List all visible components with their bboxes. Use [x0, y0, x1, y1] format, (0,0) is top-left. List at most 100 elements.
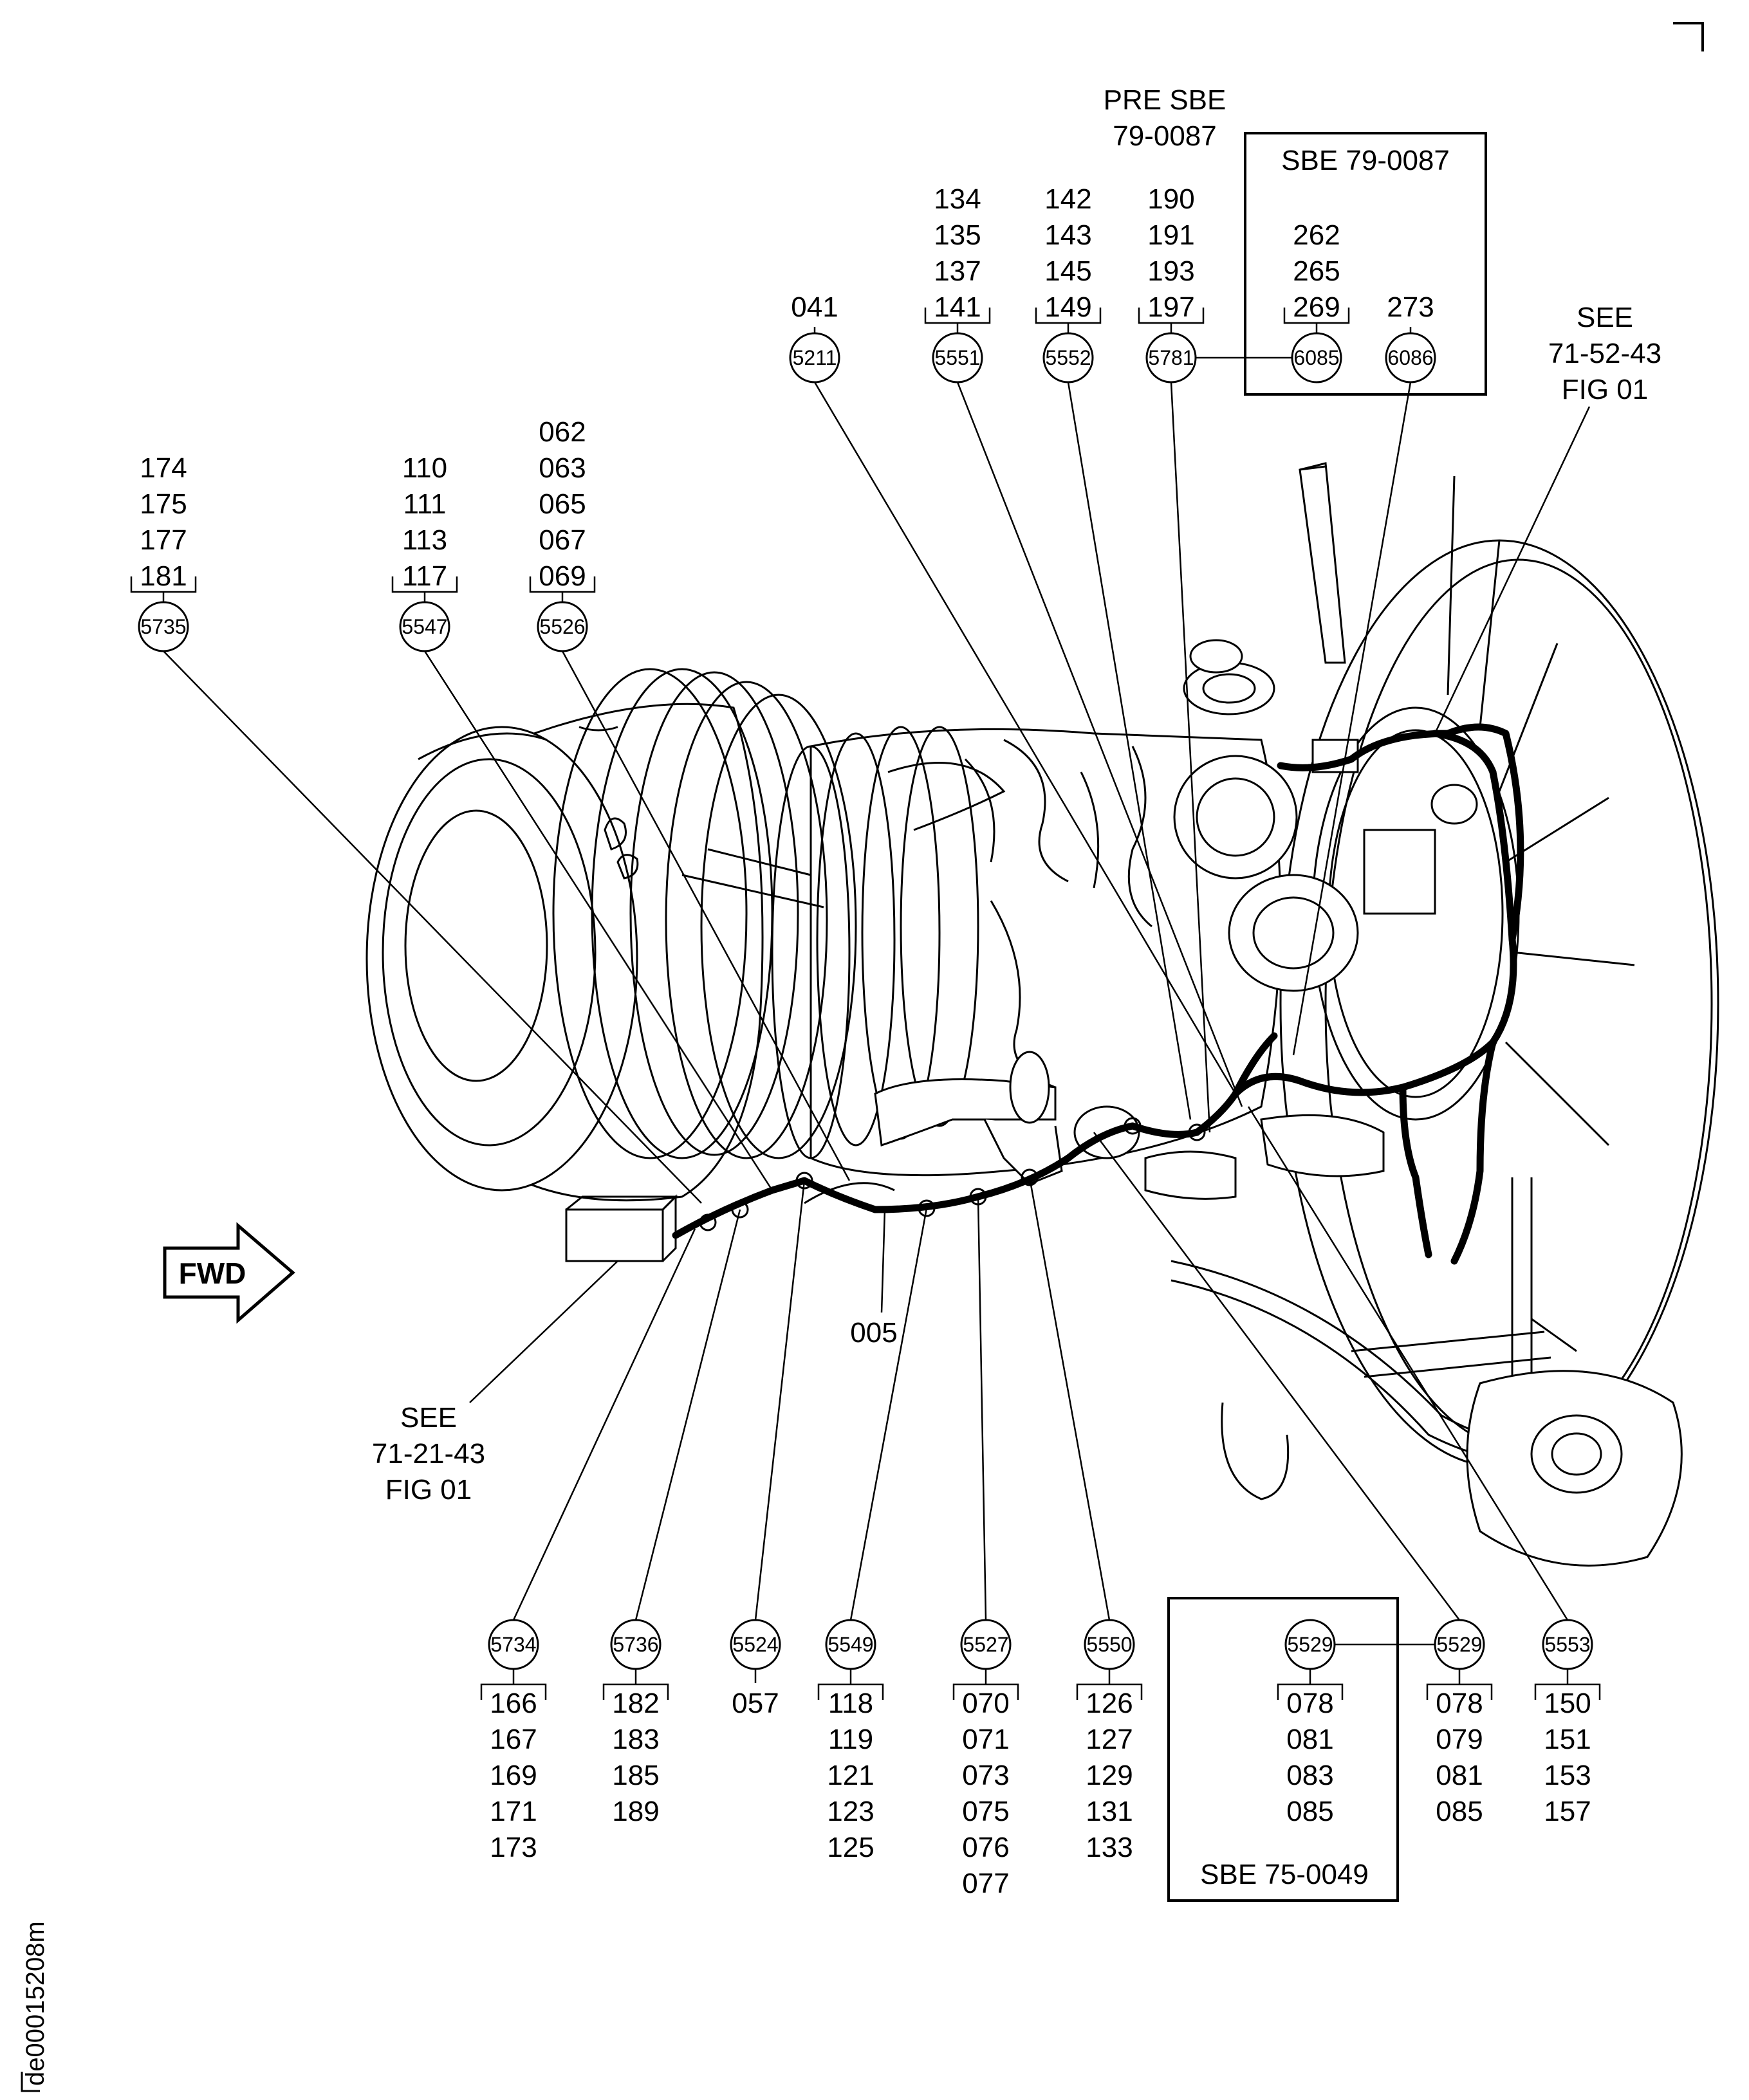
part-005-leader: [880, 1209, 886, 1313]
callout-bracket: [952, 1683, 1019, 1700]
callout-item: 070: [962, 1688, 1009, 1719]
callout-leader: [1093, 1132, 1461, 1621]
callout-bubble-number: 5734: [490, 1633, 536, 1656]
callout-item: 273: [1387, 291, 1434, 323]
callout-item: 123: [827, 1796, 874, 1827]
sbe-75-0049-box-title: SBE 75-0049: [1200, 1859, 1369, 1890]
callout-item: 133: [1086, 1832, 1133, 1863]
callout-item: 081: [1286, 1724, 1333, 1755]
callout-item: 134: [934, 183, 981, 215]
callout-item: 121: [827, 1760, 874, 1791]
callout-item: 197: [1147, 291, 1194, 323]
callout-item: 175: [140, 488, 187, 520]
callout-item: 071: [962, 1724, 1009, 1755]
callout-bubble-number: 5529: [1287, 1633, 1333, 1656]
callout-leader: [849, 1208, 928, 1621]
callout-item: 174: [140, 452, 187, 484]
callout-bubble-number: 5211: [793, 346, 837, 369]
callout-item: 127: [1086, 1724, 1133, 1755]
see-ref-upper-line1: SEE: [1577, 302, 1633, 333]
callout-bubble-number: 5547: [402, 615, 447, 638]
callout-item: 183: [612, 1724, 659, 1755]
callout-item: 067: [539, 524, 586, 556]
callout-bracket: [1076, 1683, 1143, 1700]
callout-bubble-number: 6085: [1293, 346, 1339, 369]
callout-item: 151: [1544, 1724, 1591, 1755]
callout-leader: [1170, 382, 1211, 1133]
callout-item: 173: [490, 1832, 537, 1863]
callout-bracket: [817, 1683, 884, 1700]
callout-5551: 5551 134 135 137 141: [924, 183, 1243, 1107]
callout-item: 119: [828, 1724, 873, 1755]
callout-leader: [512, 1228, 696, 1621]
see-ref-lower-line2: 71-21-43: [372, 1438, 485, 1469]
callout-bracket: [1534, 1683, 1601, 1700]
callout-item: 111: [403, 488, 447, 520]
callout-bubble-number: 5526: [539, 615, 585, 638]
sbe-75-0049-box: [1167, 1597, 1399, 1902]
callout-item: 169: [490, 1760, 537, 1791]
callout-bracket: [1277, 1683, 1344, 1700]
callouts-layer: 5735174175177181554711011111311755260620…: [130, 183, 1601, 1899]
callout-5526: 5526 062 063 065 067 069: [529, 416, 851, 1181]
see-ref-lower-line3: FIG 01: [385, 1474, 472, 1506]
callout-item: 166: [490, 1688, 537, 1719]
callout-bubble-number: 5551: [934, 346, 980, 369]
callout-item: 113: [402, 524, 447, 556]
callout-item: 145: [1044, 255, 1091, 287]
callout-item: 143: [1044, 219, 1091, 251]
callout-item: 142: [1044, 183, 1091, 215]
pre-sbe-note-line1: PRE SBE: [1104, 84, 1226, 116]
callout-item: 141: [934, 291, 981, 323]
callout-leader: [813, 382, 1237, 1094]
callout-item: 076: [962, 1832, 1009, 1863]
callout-item: 062: [539, 416, 586, 448]
callout-bubble-number: 5524: [732, 1633, 778, 1656]
callout-leader: [163, 650, 702, 1204]
callout-item: 181: [140, 560, 187, 592]
callout-item: 063: [539, 452, 586, 484]
callout-item: 137: [934, 255, 981, 287]
callout-leader: [423, 650, 773, 1191]
callout-item: 078: [1436, 1688, 1483, 1719]
callout-item: 265: [1293, 255, 1340, 287]
callout-item: 085: [1436, 1796, 1483, 1827]
fwd-label: FWD: [179, 1257, 246, 1290]
callout-bracket: [480, 1683, 547, 1700]
callout-leader: [956, 382, 1243, 1107]
callout-leader: [634, 1209, 741, 1621]
callout-item: 069: [539, 560, 586, 592]
callout-bubble-number: 6086: [1387, 346, 1433, 369]
callout-item: 126: [1086, 1688, 1133, 1719]
callout-item: 129: [1086, 1760, 1133, 1791]
callout-bubble-number: 5736: [613, 1633, 658, 1656]
sbe-79-0087-box: [1244, 132, 1487, 396]
callout-item: 157: [1544, 1796, 1591, 1827]
callout-bubble-number: 5552: [1045, 346, 1091, 369]
sbe-79-0087-box-title: SBE 79-0087: [1281, 145, 1450, 176]
callout-item: 177: [140, 524, 187, 556]
callout-item: 065: [539, 488, 586, 520]
callout-item: 131: [1086, 1796, 1133, 1827]
callout-item: 189: [612, 1796, 659, 1827]
callout-item: 075: [962, 1796, 1009, 1827]
callout-bracket: [602, 1683, 669, 1700]
callout-item: 191: [1147, 219, 1194, 251]
callout-bubble-number: 5549: [828, 1633, 873, 1656]
callout-item: 135: [934, 219, 981, 251]
callout-item: 073: [962, 1760, 1009, 1791]
callout-leader: [977, 1196, 987, 1621]
see-ref-upper-leader: [1434, 406, 1591, 734]
